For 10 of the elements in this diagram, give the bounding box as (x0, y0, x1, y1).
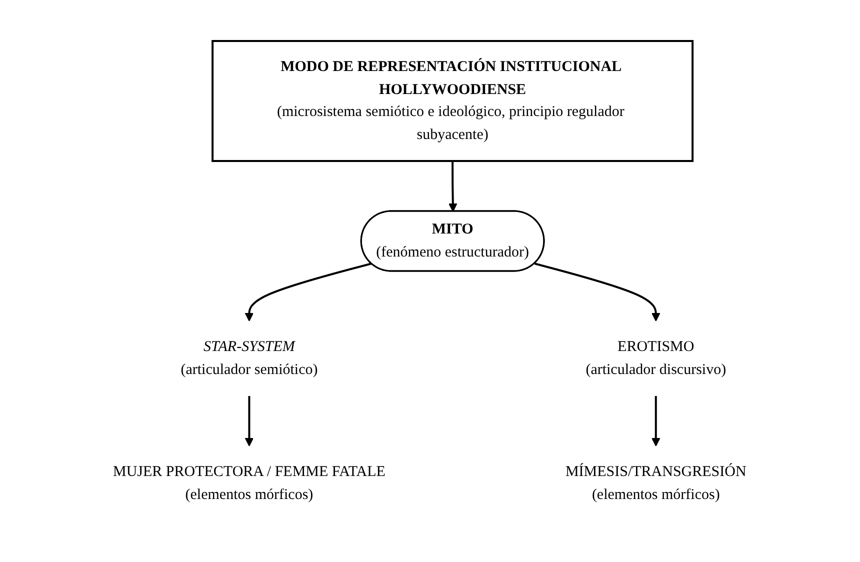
arrow (534, 262, 661, 322)
arrow (245, 396, 254, 446)
node-box: MODO DE REPRESENTACIÓN INSTITUCIONAL HOLLYWOODIENSE (microsistema semiótico e ideológico, principio regulador subyacente) (212, 40, 694, 162)
node-text: MÍMESIS/TRANSGRESIÓN (elementos mórficos) (566, 464, 747, 502)
arrow (448, 161, 458, 212)
arrow (245, 262, 372, 322)
node-text: STAR-SYSTEM (articulador semiótico) (181, 339, 318, 378)
node-text: EROTISMO (articulador discursivo) (586, 339, 726, 378)
node-text: MUJER PROTECTORA / FEMME FATALE (elementos mórficos) (113, 464, 386, 502)
arrow (652, 396, 661, 446)
